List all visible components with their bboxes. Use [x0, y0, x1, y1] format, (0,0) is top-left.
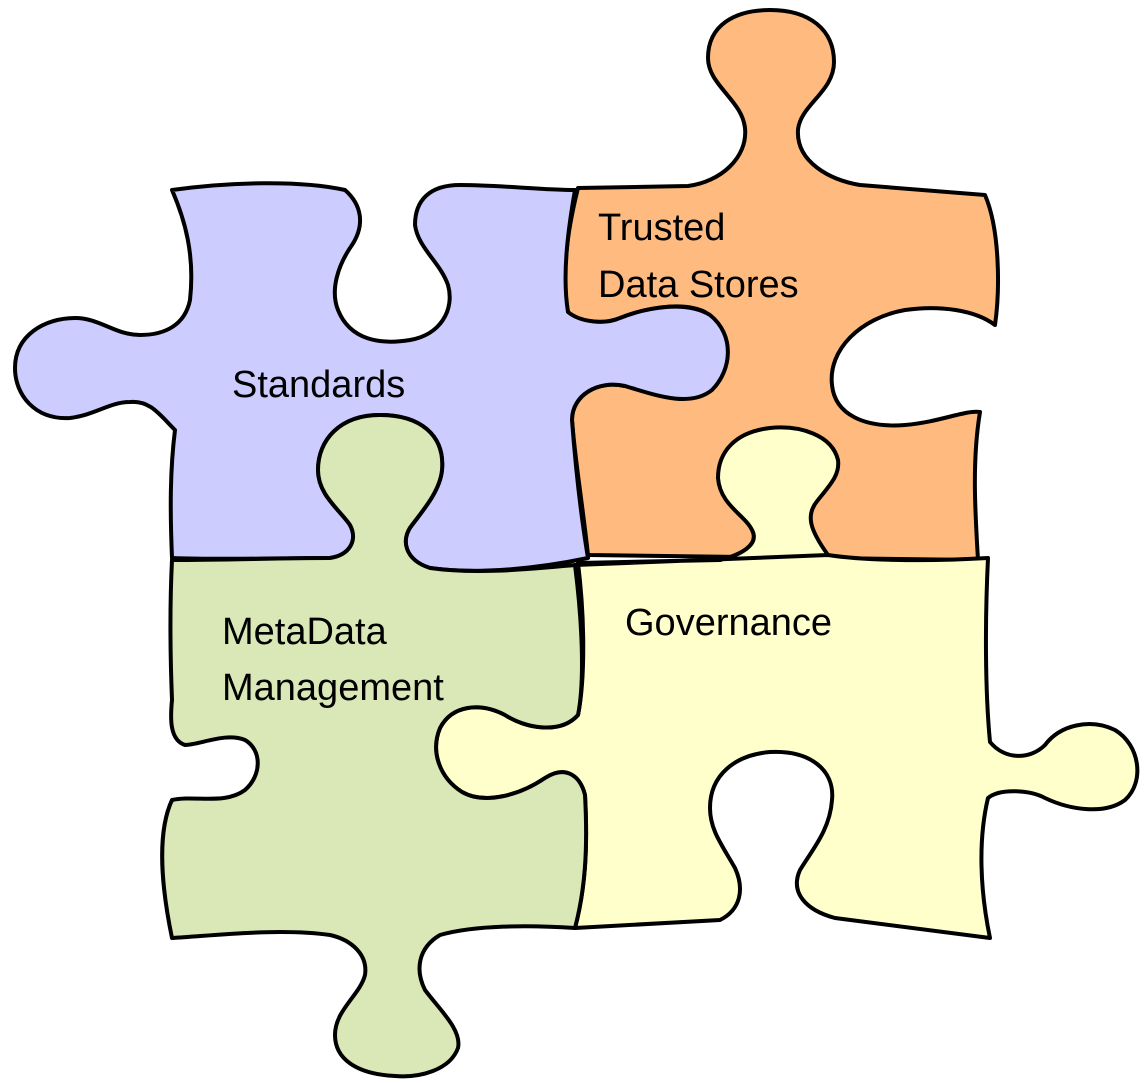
- standards-label: Standards: [232, 364, 405, 406]
- governance-piece: [434, 425, 1140, 940]
- trusted-data-stores-label: Trusted Data Stores: [598, 207, 799, 306]
- metadata-management-piece: [160, 413, 589, 1079]
- trusted-data-stores-label-line-1: Trusted: [598, 207, 725, 249]
- metadata-management-label-line-1: MetaData: [222, 611, 388, 653]
- trusted-data-stores-label-line-2: Data Stores: [598, 264, 799, 306]
- metadata-management-label: MetaData Management: [222, 611, 444, 709]
- governance-label: Governance: [625, 602, 832, 644]
- metadata-management-label-line-2: Management: [222, 667, 444, 709]
